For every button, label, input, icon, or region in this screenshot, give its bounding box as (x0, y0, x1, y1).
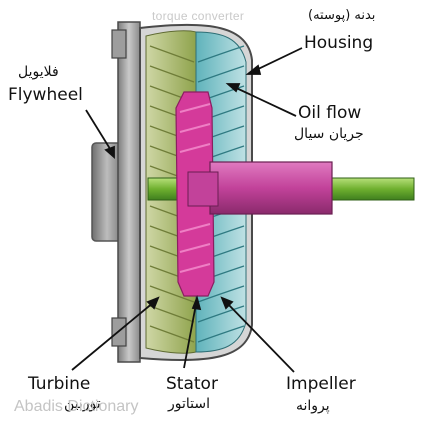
watermark: Abadis Dictionary (14, 398, 139, 415)
impeller-blade-line (197, 45, 245, 63)
housing-label-fa: بدنه (پوسته) (308, 8, 376, 23)
turbine-blade-line (149, 285, 195, 303)
output-shaft (187, 161, 333, 215)
impeller-blade-line (197, 65, 245, 83)
impeller-blade-line (197, 305, 245, 323)
turbine-blade-line (149, 45, 195, 63)
impeller-label-en: Impeller (286, 374, 356, 394)
stator-label-fa: استاتور (168, 396, 210, 412)
turbine-blade-line (149, 65, 195, 83)
diagram-title: torque converter (152, 9, 245, 23)
oil-flow-label-fa: جریان سیال (294, 126, 364, 142)
housing-label-en: Housing (304, 33, 374, 53)
stator-label-en: Stator (166, 374, 218, 394)
impeller-blade-line (197, 325, 245, 343)
flywheel-label-fa: فلایویل (18, 64, 59, 80)
flywheel-label-en: Flywheel (8, 85, 83, 105)
impeller-label-fa: پروانه (296, 398, 330, 414)
impeller-blade-line (197, 285, 245, 303)
turbine-label-en: Turbine (28, 374, 91, 394)
oil-flow-label-en: Oil flow (298, 103, 362, 123)
turbine-label-fa: توربین (64, 396, 101, 412)
turbine-blade-line (149, 325, 195, 343)
label-pointers (71, 47, 303, 373)
